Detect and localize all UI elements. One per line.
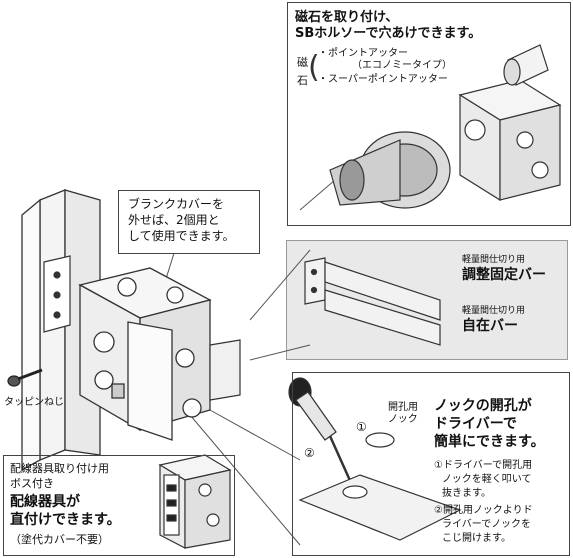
wiring-line3: 配線器具が xyxy=(10,494,80,510)
blank-cover-line2: 外せば、2個用と xyxy=(128,213,220,227)
wiring-panel xyxy=(3,455,235,556)
magnet-side-label-1: 磁 xyxy=(297,56,308,69)
magnet-bullet-1: ・ポイントアッター xyxy=(318,48,408,59)
wiring-illustration xyxy=(158,454,232,549)
knock-step2-line2: ライバーでノックを xyxy=(442,519,531,530)
knock-step2-line3: こじ開けます。 xyxy=(442,533,511,544)
bar2-small-label: 軽量間仕切り用 xyxy=(462,306,526,316)
knock-step1-line3: 抜きます。 xyxy=(442,488,491,499)
bar-illustration xyxy=(304,257,441,346)
magnet-heading-line2: SBホルソーで穴あけできます。 xyxy=(295,26,482,41)
magnet-heading-line1: 磁石を取り付け、 xyxy=(295,10,399,25)
magnet-bullet-1-sub: （エコノミータイプ） xyxy=(352,60,452,71)
knock-label-1: 開孔用 xyxy=(388,402,418,413)
knock-illustration xyxy=(288,377,462,541)
wiring-line1: 配線器具取り付け用 xyxy=(10,462,109,475)
magnet-panel xyxy=(287,2,571,226)
magnet-bracket: ( xyxy=(308,50,320,85)
knock-step1-line2: ノックを軽く叩いて xyxy=(442,474,532,485)
blank-cover-callout xyxy=(118,190,260,254)
knock-title-line2: ドライバーで xyxy=(434,416,517,432)
tapping-screw xyxy=(7,368,43,387)
bar1-small-label: 軽量間仕切り用 xyxy=(462,255,526,265)
tapping-screw-label: タッピンねじ xyxy=(4,397,64,408)
magnet-side-label-2: 石 xyxy=(297,74,308,87)
wiring-line2: ボス付き xyxy=(10,477,54,490)
bar2-large-label: 自在バー xyxy=(462,318,518,334)
knock-panel xyxy=(292,372,570,556)
blank-cover-line1: ブランクカバーを xyxy=(128,197,225,211)
knock-marker-2: ② xyxy=(304,446,315,460)
blank-cover-line3: して使用できます。 xyxy=(128,229,235,243)
knock-label-2: ノック xyxy=(388,414,418,425)
bar1-large-label: 調整固定バー xyxy=(462,267,546,283)
knock-step1-line1: ①ドライバーで開孔用 xyxy=(434,460,533,471)
knock-title-line1: ノックの開孔が xyxy=(434,398,532,414)
wiring-line4: 直付けできます。 xyxy=(10,512,121,528)
outlet-box xyxy=(78,267,212,441)
magnet-illustration xyxy=(329,44,562,209)
knock-step2-line1: ②開孔用ノックよりド xyxy=(434,505,533,516)
knock-title-line3: 簡単にできます。 xyxy=(434,434,545,450)
wiring-line5: （塗代カバー不要） xyxy=(10,533,109,546)
magnet-bullet-2: ・スーパーポイントアッター xyxy=(318,74,448,85)
knock-marker-1: ① xyxy=(356,420,367,434)
